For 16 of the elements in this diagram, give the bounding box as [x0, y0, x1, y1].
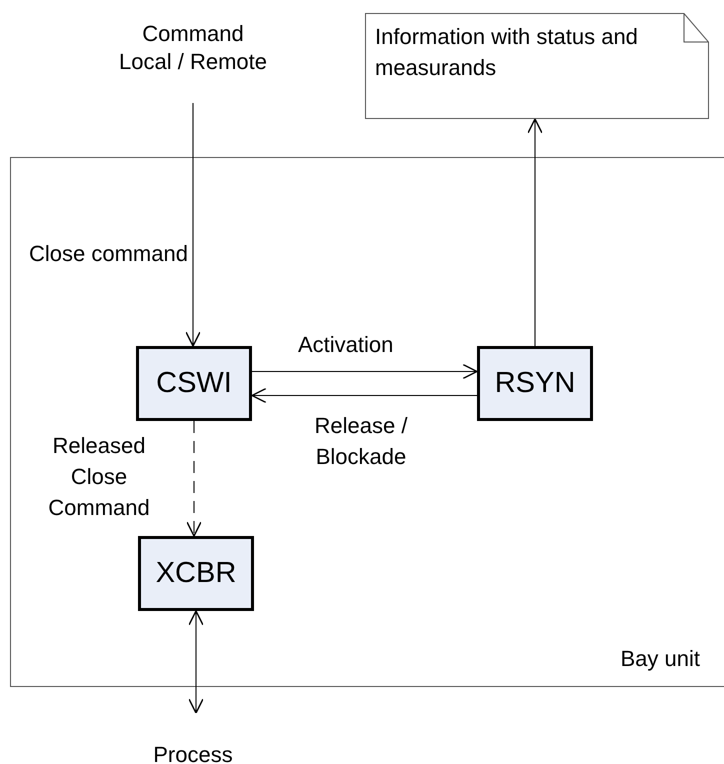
edge-label: Activation: [298, 331, 394, 359]
logical-node-box: XCBR: [138, 536, 254, 611]
arrow: [252, 364, 478, 380]
arrow: [188, 610, 204, 714]
note-box: Information with status and measurands: [365, 13, 709, 119]
logical-node-box: CSWI: [136, 346, 252, 421]
edge-label: Release / Blockade: [314, 412, 408, 471]
arrow: [251, 388, 478, 404]
edge-label: Close command: [29, 240, 188, 268]
arrow: [527, 118, 543, 346]
logical-node-box: RSYN: [477, 346, 593, 421]
arrow: [186, 420, 202, 537]
edge-label: Released Close Command: [47, 432, 151, 522]
text-label: Process: [143, 713, 243, 763]
text-label: Command Local / Remote: [113, 20, 273, 103]
arrow: [185, 102, 201, 347]
